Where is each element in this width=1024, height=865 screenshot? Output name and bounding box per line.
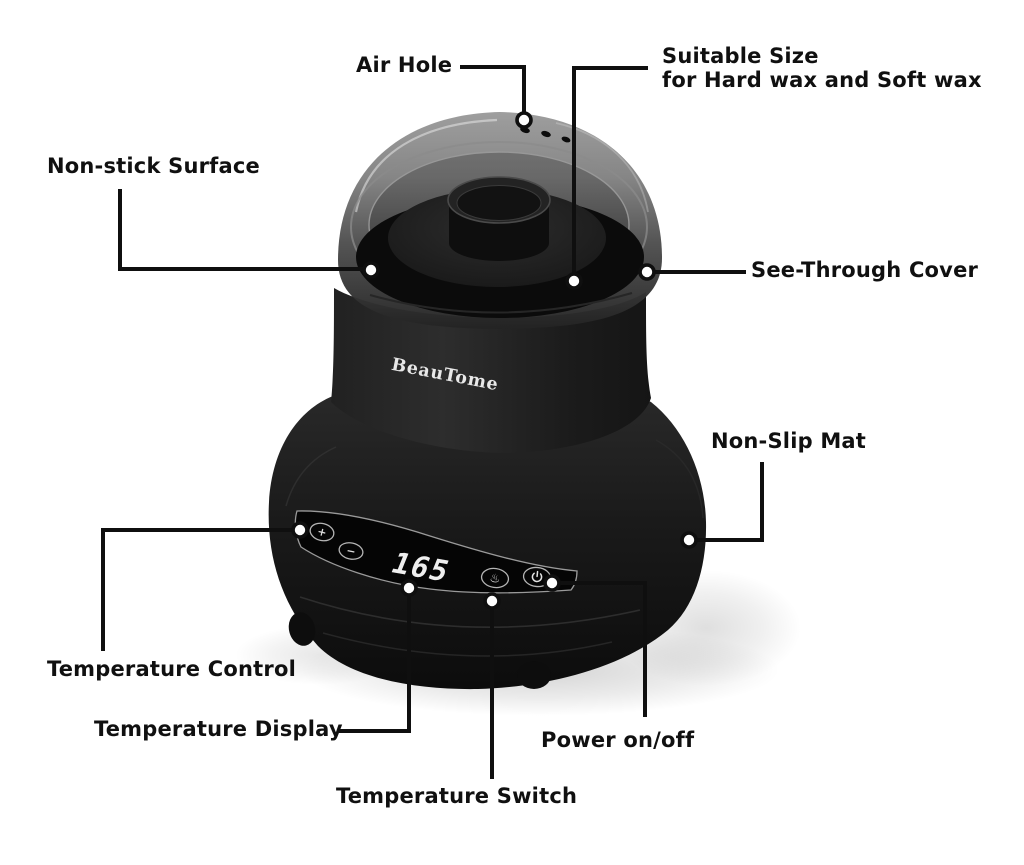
- warmer-base: [268, 385, 707, 690]
- callout-label-air-hole: Air Hole: [356, 53, 453, 77]
- callout-label-temperature-control: Temperature Control: [47, 657, 296, 681]
- heat-button: ♨: [480, 567, 510, 589]
- dot-temperature-display: [400, 579, 418, 597]
- dot-power: [543, 574, 561, 592]
- callout-label-non-stick: Non-stick Surface: [47, 154, 260, 178]
- dot-air-hole: [515, 111, 533, 129]
- leader-non-stick: [118, 189, 363, 271]
- control-panel: + − 165 ♨: [294, 510, 578, 594]
- callout-label-suitable-size: Suitable Size for Hard wax and Soft wax: [662, 44, 982, 92]
- leader-air-hole: [460, 65, 526, 112]
- leader-temperature-control: [101, 528, 292, 651]
- lid-knob: [447, 176, 551, 261]
- power-icon: [531, 570, 543, 583]
- dot-temperature-switch: [483, 592, 501, 610]
- callout-label-temperature-switch: Temperature Switch: [336, 784, 578, 808]
- suitable-size-line1: Suitable Size: [662, 44, 819, 68]
- dot-non-slip: [680, 531, 698, 549]
- leader-suitable-size: [572, 66, 648, 273]
- callout-label-see-through: See-Through Cover: [751, 258, 979, 282]
- minus-icon: −: [345, 544, 357, 559]
- callout-label-power: Power on/off: [541, 728, 695, 752]
- leader-power: [560, 581, 647, 717]
- leader-non-slip: [697, 462, 764, 542]
- callout-label-temperature-display: Temperature Display: [94, 717, 343, 741]
- plus-icon: +: [316, 525, 328, 540]
- heat-icon: ♨: [489, 571, 502, 586]
- see-through-cover: [338, 112, 662, 329]
- suitable-size-line2: for Hard wax and Soft wax: [662, 68, 982, 92]
- callout-leaders: [101, 65, 764, 779]
- rubber-feet: [288, 612, 551, 689]
- dot-non-stick: [362, 261, 380, 279]
- callout-dots: [291, 111, 698, 610]
- dot-temperature-control: [291, 521, 309, 539]
- plus-button: +: [309, 522, 335, 542]
- warmer-body: [331, 288, 651, 453]
- dot-suitable-size: [565, 272, 583, 290]
- callout-label-non-slip: Non-Slip Mat: [711, 429, 867, 453]
- leader-temperature-display: [338, 596, 411, 733]
- minus-button: −: [338, 542, 364, 560]
- base-highlights: [285, 439, 704, 657]
- dot-see-through: [638, 263, 656, 281]
